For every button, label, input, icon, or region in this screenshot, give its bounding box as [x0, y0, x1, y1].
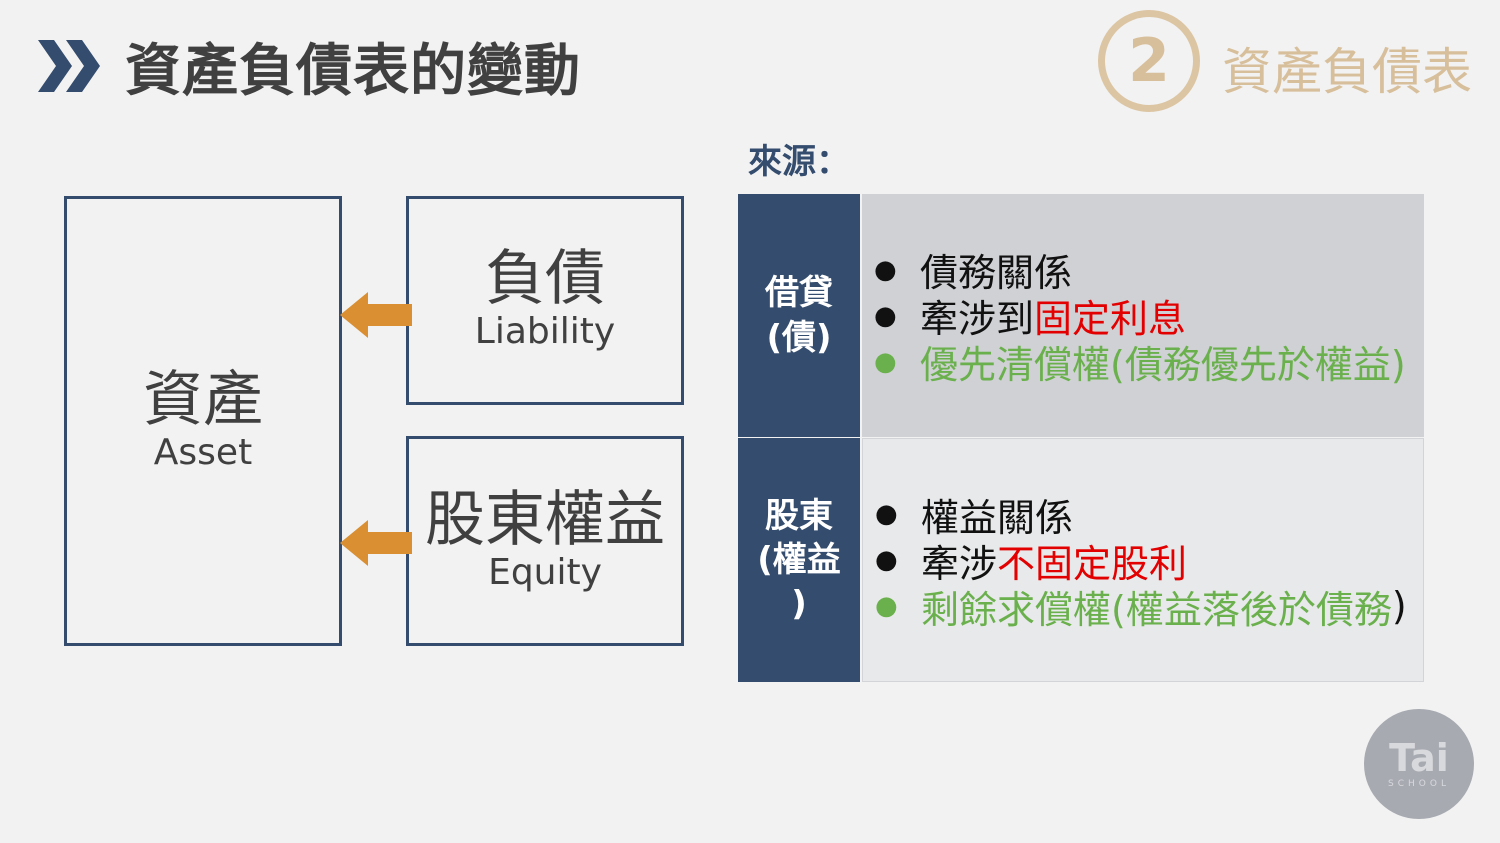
liability-label-en: Liability	[474, 311, 616, 353]
bullet-icon: ●	[874, 254, 897, 285]
double-chevron-icon	[38, 40, 100, 92]
bullet-icon: ●	[875, 499, 898, 529]
category-line: )	[791, 584, 807, 625]
source-label: 來源：	[748, 142, 850, 182]
liability-box: 負債 Liability	[406, 196, 684, 405]
bullet-text: 權益關係	[921, 495, 1074, 540]
section-number-badge: 2	[1098, 10, 1200, 112]
list-item: ● 債務關係	[874, 247, 1424, 295]
logo-word: Tai	[1389, 736, 1449, 780]
liability-label-zh: 負債	[485, 244, 605, 315]
logo-subtitle: SCHOOL	[1388, 779, 1450, 789]
bullet-text: 剩餘求償權(權益落後於債務	[921, 587, 1392, 632]
table-row: 股東 (權益 ) ● 權益關係 ● 牽涉不固定股利 ● 剩餘求償權(權益落後於債…	[738, 438, 1424, 682]
asset-label-zh: 資產	[143, 364, 263, 435]
asset-label-en: Asset	[153, 431, 253, 473]
equity-label-zh: 股東權益	[425, 484, 665, 555]
bullet-text: 債務關係	[920, 251, 1073, 295]
category-line: 股東	[764, 495, 833, 536]
bullet-list: ● 權益關係 ● 牽涉不固定股利 ● 剩餘求償權(權益落後於債務)	[862, 438, 1424, 682]
left-arrow-icon	[340, 520, 412, 566]
bullet-text: 牽涉到	[920, 297, 1035, 341]
bullet-icon: ●	[874, 346, 897, 377]
bullet-text: 牽涉	[921, 541, 998, 586]
bullet-icon: ●	[875, 591, 898, 621]
category-cell-debt: 借貸 (債)	[738, 194, 860, 437]
category-line: (債)	[766, 317, 832, 358]
section-label: 資產負債表	[1222, 43, 1472, 101]
equity-label-en: Equity	[488, 551, 602, 593]
bullet-icon: ●	[874, 300, 897, 331]
bullet-icon: ●	[875, 545, 898, 575]
page-title: 資產負債表的變動	[125, 39, 581, 104]
table-row: 借貸 (債) ● 債務關係 ● 牽涉到固定利息 ● 優先清償權(債務優先於權益)	[738, 194, 1424, 437]
equity-box: 股東權益 Equity	[406, 436, 684, 646]
left-arrow-icon	[340, 292, 412, 338]
list-item: ● 剩餘求償權(權益落後於債務)	[875, 583, 1423, 632]
sources-table: 借貸 (債) ● 債務關係 ● 牽涉到固定利息 ● 優先清償權(債務優先於權益)…	[738, 194, 1424, 682]
list-item: ● 優先清償權(債務優先於權益)	[874, 339, 1424, 387]
category-cell-equity: 股東 (權益 )	[738, 438, 860, 682]
list-item: ● 牽涉不固定股利	[875, 537, 1423, 586]
highlight-text: 不固定股利	[997, 541, 1188, 586]
list-item: ● 權益關係	[875, 491, 1423, 540]
list-item: ● 牽涉到固定利息	[874, 293, 1424, 341]
bullet-text: 優先清償權(債務優先於權益)	[920, 343, 1406, 387]
category-line: (權益	[757, 539, 841, 580]
tai-school-logo: Tai SCHOOL	[1364, 709, 1474, 819]
highlight-text: 固定利息	[1034, 297, 1187, 341]
bullet-text-tail: )	[1391, 584, 1407, 628]
asset-box: 資產 Asset	[64, 196, 342, 646]
bullet-list: ● 債務關係 ● 牽涉到固定利息 ● 優先清償權(債務優先於權益)	[862, 194, 1424, 437]
category-line: 借貸	[765, 273, 833, 314]
